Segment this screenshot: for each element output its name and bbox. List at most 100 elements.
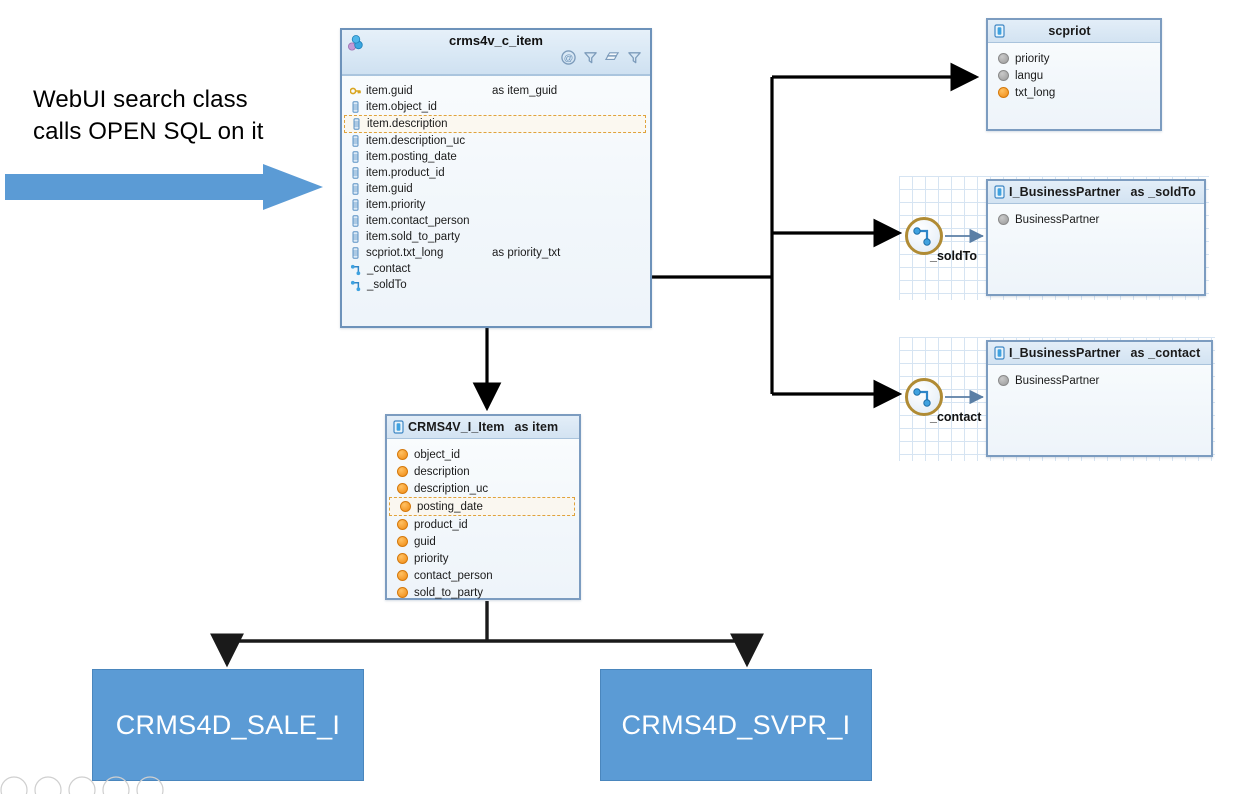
main-association-row[interactable]: _soldTo: [342, 277, 650, 293]
field-name: langu: [1015, 69, 1044, 82]
field-name: item.description_uc: [366, 135, 466, 147]
field-alias: as item_guid: [492, 85, 558, 97]
item-field-row[interactable]: product_id: [387, 516, 579, 533]
main-field-row[interactable]: item.object_id: [342, 99, 650, 115]
column-icon: [352, 167, 359, 179]
item-field-row[interactable]: posting_date: [389, 497, 575, 516]
field-name: scpriot.txt_long: [366, 247, 444, 259]
box-svpr-label: CRMS4D_SVPR_I: [621, 709, 851, 740]
field-name: guid: [414, 535, 436, 548]
main-associations-container: _contact _soldTo: [342, 261, 650, 293]
column-icon: [352, 215, 359, 227]
item-field-row[interactable]: description_uc: [387, 480, 579, 497]
orange-dot-icon: [397, 587, 408, 598]
soldto-field-row[interactable]: BusinessPartner: [988, 211, 1204, 228]
annotation-line-1: WebUI search class: [33, 86, 248, 113]
main-field-row[interactable]: item.description_uc: [342, 133, 650, 149]
item-field-row[interactable]: description: [387, 463, 579, 480]
entity-scpriot[interactable]: scpriot priority langu txt_long: [986, 18, 1162, 131]
scpriot-field-row[interactable]: priority: [988, 50, 1160, 67]
field-name: description: [414, 465, 470, 478]
join-nodes-icon: [348, 35, 363, 51]
main-association-row[interactable]: _contact: [342, 261, 650, 277]
right-arrow-banner-icon: [5, 164, 323, 210]
orange-dot-icon: [400, 501, 411, 512]
item-field-row[interactable]: contact_person: [387, 567, 579, 584]
main-field-row[interactable]: item.posting_date: [342, 149, 650, 165]
field-name: item.guid: [366, 183, 413, 195]
field-name: item.guid: [366, 85, 413, 97]
main-field-row[interactable]: item.product_id: [342, 165, 650, 181]
field-name: item.contact_person: [366, 215, 470, 227]
main-field-row[interactable]: item.description: [344, 115, 646, 133]
scpriot-field-row[interactable]: txt_long: [988, 84, 1160, 101]
main-field-row[interactable]: item.priority: [342, 197, 650, 213]
orange-dot-icon: [397, 466, 408, 477]
gray-dot-icon: [998, 53, 1009, 64]
association-node-icon: [913, 227, 931, 246]
box-crms4d-svpr-i[interactable]: CRMS4D_SVPR_I: [600, 669, 872, 781]
item-field-row[interactable]: priority: [387, 550, 579, 567]
column-icon: [352, 183, 359, 195]
gray-dot-icon: [998, 375, 1009, 386]
main-entity-title: crms4v_c_item: [449, 33, 543, 48]
main-entity-header: crms4v_c_item @: [342, 30, 650, 76]
having-filter-icon[interactable]: [627, 50, 642, 65]
where-filter-icon[interactable]: [583, 50, 598, 65]
field-name: txt_long: [1015, 86, 1056, 99]
association-node-soldto[interactable]: [905, 217, 943, 255]
table-icon: [393, 420, 404, 434]
item-field-row[interactable]: guid: [387, 533, 579, 550]
field-name: object_id: [414, 448, 461, 461]
association-icon: [350, 280, 361, 291]
soldto-field-list: BusinessPartner: [988, 204, 1204, 228]
group-by-icon[interactable]: [605, 50, 620, 65]
box-crms4d-sale-i[interactable]: CRMS4D_SALE_I: [92, 669, 364, 781]
field-alias: as priority_txt: [492, 247, 561, 259]
svg-text:@: @: [564, 53, 574, 63]
item-field-row[interactable]: object_id: [387, 446, 579, 463]
main-field-row[interactable]: item.contact_person: [342, 213, 650, 229]
annotation-icon[interactable]: @: [561, 50, 576, 65]
scpriot-field-row[interactable]: langu: [988, 67, 1160, 84]
gray-dot-icon: [998, 70, 1009, 81]
main-field-row[interactable]: item.guid: [342, 181, 650, 197]
scpriot-header: scpriot: [988, 20, 1160, 43]
table-icon: [994, 185, 1005, 199]
association-name: _contact: [367, 263, 411, 275]
main-entity-toolbar[interactable]: @: [561, 50, 642, 65]
field-name: product_id: [414, 518, 468, 531]
field-name: item.sold_to_party: [366, 231, 460, 243]
field-name: item.description: [367, 118, 448, 130]
column-icon: [352, 247, 359, 259]
association-label-soldto: _soldTo: [930, 249, 977, 263]
orange-dot-icon: [397, 570, 408, 581]
field-name: posting_date: [417, 500, 483, 513]
scpriot-title: scpriot: [1048, 24, 1091, 38]
orange-dot-icon: [397, 553, 408, 564]
contact-field-list: BusinessPartner: [988, 365, 1211, 389]
main-field-row[interactable]: scpriot.txt_long as priority_txt: [342, 245, 650, 261]
main-field-row[interactable]: item.guid as item_guid: [342, 83, 650, 99]
item-field-row[interactable]: sold_to_party: [387, 584, 579, 601]
field-name: item.product_id: [366, 167, 445, 179]
orange-dot-icon: [397, 536, 408, 547]
contact-field-row[interactable]: BusinessPartner: [988, 372, 1211, 389]
main-field-row[interactable]: item.sold_to_party: [342, 229, 650, 245]
association-node-contact[interactable]: [905, 378, 943, 416]
association-name: _soldTo: [367, 279, 407, 291]
box-sale-label: CRMS4D_SALE_I: [115, 709, 341, 740]
key-icon: [350, 87, 361, 95]
field-name: sold_to_party: [414, 586, 484, 599]
